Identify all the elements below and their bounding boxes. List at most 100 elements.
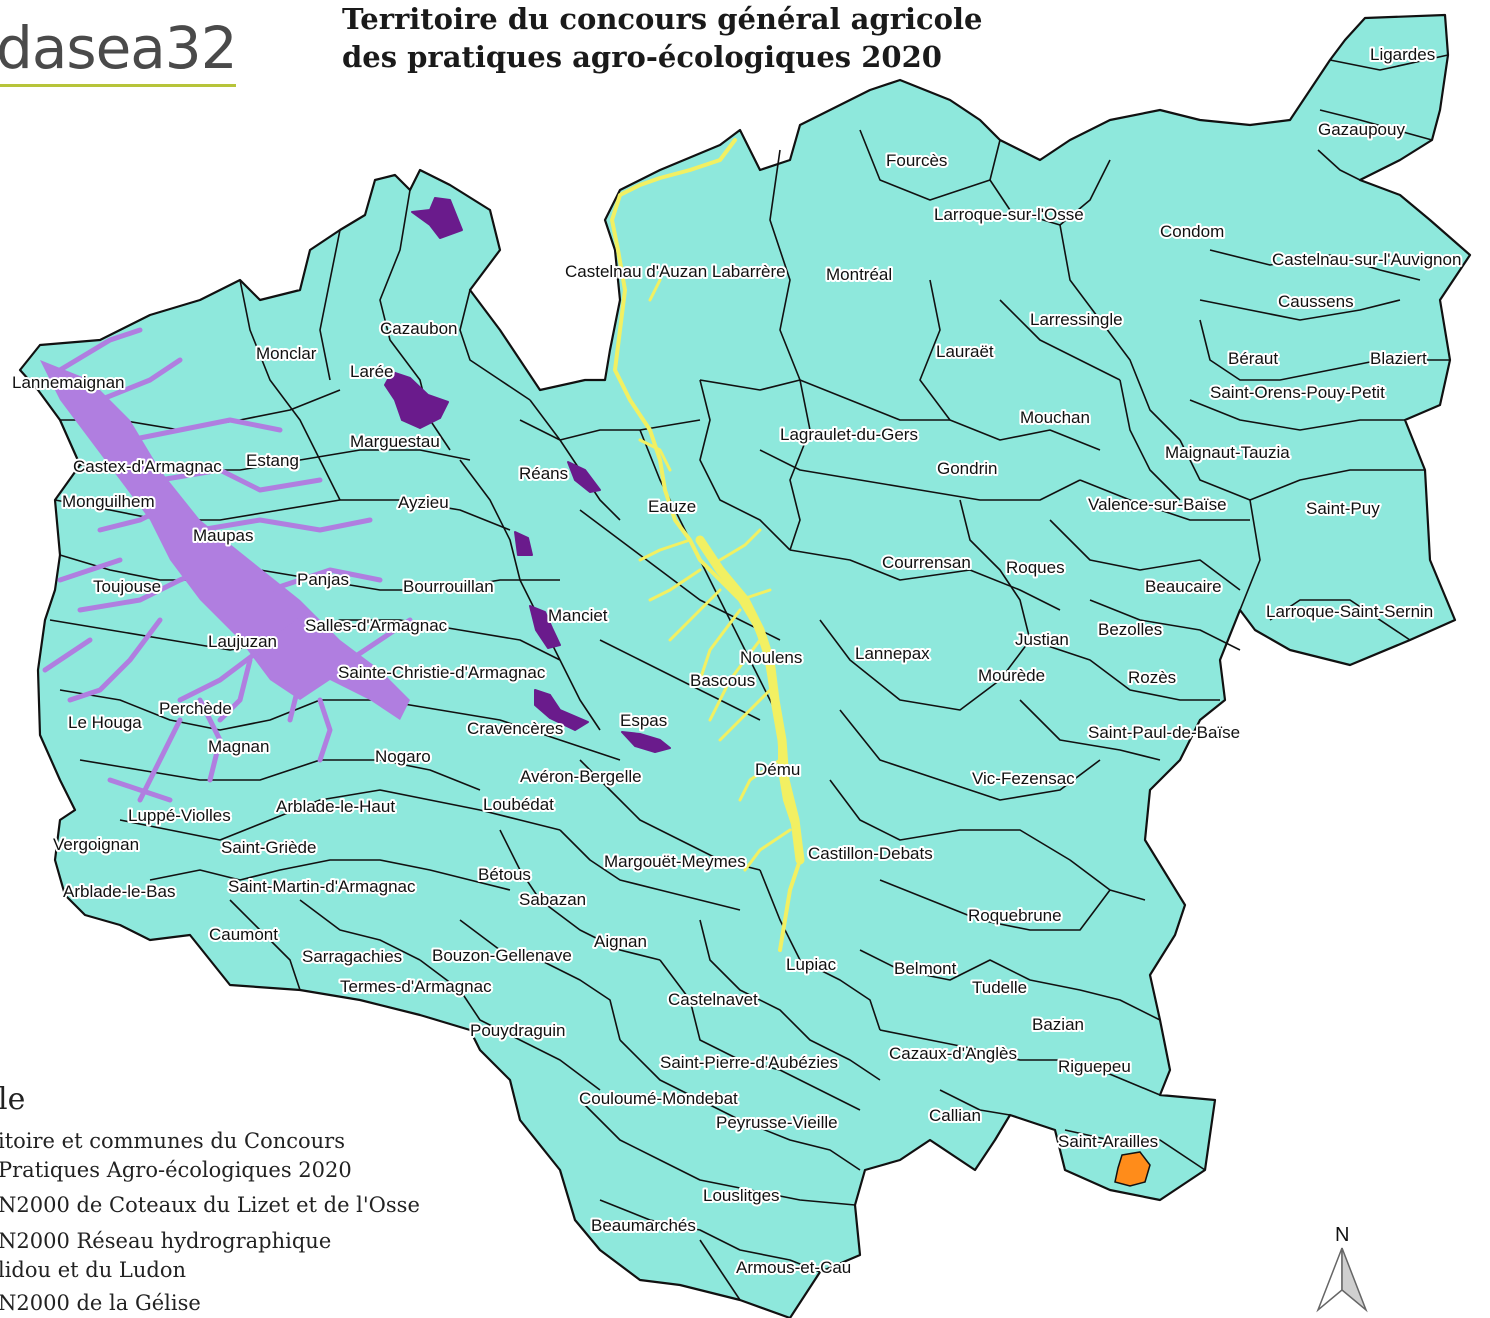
commune-label: Loubédat (483, 795, 554, 814)
commune-label: Gazaupouy (1318, 120, 1405, 139)
map-title: Territoire du concours général agricole … (342, 0, 982, 76)
commune-label: Le Houga (68, 713, 142, 732)
commune-label: Larroque-sur-l'Osse (934, 205, 1084, 224)
commune-label: Bascous (690, 671, 755, 690)
commune-label: Beaucaire (1145, 577, 1222, 596)
commune-label: Béraut (1228, 349, 1278, 368)
legend-item: N2000 Réseau hydrographique (0, 1229, 332, 1253)
commune-label: Ayzieu (398, 493, 449, 512)
commune-label: Perchède (159, 699, 232, 718)
commune-label: Maupas (193, 526, 253, 545)
commune-label: Sarragachies (302, 947, 402, 966)
highlight-commune-saint-arailles (1114, 1151, 1151, 1187)
commune-label: Sainte-Christie-d'Armagnac (338, 663, 546, 682)
commune-label: Estang (246, 451, 299, 470)
commune-label: Noulens (740, 648, 802, 667)
commune-label: Riguepeu (1058, 1057, 1131, 1076)
commune-label: Termes-d'Armagnac (340, 977, 492, 996)
commune-label: Eauze (648, 497, 696, 516)
commune-label: Valence-sur-Baïse (1088, 495, 1227, 514)
commune-label: Sabazan (519, 890, 586, 909)
commune-label: Castex-d'Armagnac (73, 457, 222, 476)
commune-label: Louslitges (703, 1186, 780, 1205)
commune-label: Nogaro (375, 747, 431, 766)
commune-label: Monclar (256, 344, 317, 363)
commune-label: Larressingle (1030, 310, 1123, 329)
commune-label: Vic-Fezensac (972, 769, 1075, 788)
legend-item: itoire et communes du Concours (0, 1129, 345, 1153)
commune-label: Condom (1160, 222, 1224, 241)
legend-title: le (0, 1082, 26, 1117)
commune-label: Courrensan (882, 553, 971, 572)
commune-label: Ligardes (1370, 45, 1435, 64)
commune-label: Saint-Martin-d'Armagnac (228, 877, 416, 896)
commune-label: Lannepax (855, 644, 930, 663)
logo-underline (0, 84, 236, 87)
commune-label: Larroque-Saint-Sernin (1266, 602, 1433, 621)
commune-label: Couloumé-Mondebat (579, 1089, 738, 1108)
title-line-2: des pratiques agro-écologiques 2020 (342, 40, 942, 74)
commune-label: Vergoignan (53, 835, 139, 854)
commune-label: Justian (1015, 630, 1069, 649)
commune-label: Beaumarchés (591, 1216, 696, 1235)
commune-label: Bouzon-Gellenave (432, 946, 572, 965)
commune-label: Mouchan (1020, 408, 1090, 427)
commune-label: Lagraulet-du-Gers (780, 425, 918, 444)
commune-label: Cazaux-d'Anglès (889, 1044, 1017, 1063)
commune-label: Magnan (208, 737, 269, 756)
commune-label: Saint-Griède (221, 838, 316, 857)
commune-label: Caussens (1278, 292, 1354, 311)
commune-label: Castillon-Debats (808, 844, 933, 863)
legend-item: Pratiques Agro-écologiques 2020 (0, 1158, 352, 1182)
commune-label: Fourcès (886, 151, 947, 170)
commune-label: Toujouse (93, 577, 161, 596)
commune-label: Gondrin (937, 459, 997, 478)
legend-item: lidou et du Ludon (0, 1258, 186, 1282)
commune-label: Roques (1006, 558, 1065, 577)
legend-item: N2000 de Coteaux du Lizet et de l'Osse (0, 1193, 420, 1217)
commune-label: Castelnavet (668, 990, 758, 1009)
commune-label: Salles-d'Armagnac (305, 616, 448, 635)
n2000-hydro-network (40, 327, 413, 803)
commune-label: Montréal (826, 265, 892, 284)
north-label: N (1335, 1224, 1350, 1246)
commune-label: Castelnau d'Auzan Labarrère (565, 262, 786, 281)
territory-area (18, 13, 1472, 1318)
commune-label: Armous-et-Cau (736, 1258, 851, 1277)
commune-label: Castelnau-sur-l'Auvignon (1272, 250, 1461, 269)
commune-label: Blaziert (1370, 349, 1427, 368)
commune-label: Maignaut-Tauzia (1165, 443, 1290, 462)
commune-label: Cazaubon (380, 319, 458, 338)
commune-label: Margouët-Meymes (604, 852, 746, 871)
commune-label: Bourrouillan (403, 577, 494, 596)
commune-label: Saint-Pierre-d'Aubézies (660, 1053, 838, 1072)
commune-label: Belmont (894, 959, 957, 978)
commune-label: Saint-Paul-de-Baïse (1088, 723, 1240, 742)
commune-label: Larée (350, 362, 393, 381)
legend-item: N2000 de la Gélise (0, 1291, 201, 1315)
n2000-coteaux (384, 197, 671, 753)
commune-label: Arblade-le-Bas (63, 882, 175, 901)
commune-label: Rozès (1128, 668, 1176, 687)
commune-boundaries (49, 54, 1450, 1301)
commune-label: Saint-Puy (1306, 499, 1380, 518)
commune-label: Monguilhem (62, 492, 155, 511)
commune-label: Aignan (594, 932, 647, 951)
logo-text: dasea32 (0, 14, 238, 82)
title-line-1: Territoire du concours général agricole (342, 2, 983, 36)
n2000-gelise (610, 138, 805, 952)
commune-label: Espas (620, 711, 667, 730)
commune-label: Caumont (209, 925, 278, 944)
legend: le itoire et communes du Concours Pratiq… (0, 1082, 420, 1318)
commune-label: Bétous (478, 865, 531, 884)
commune-label: Réans (519, 464, 568, 483)
commune-label: Dému (755, 760, 800, 779)
commune-label: Lannemaignan (12, 373, 124, 392)
commune-label: Panjas (297, 570, 349, 589)
commune-label: Lauraët (936, 342, 994, 361)
commune-label: Marguestau (350, 432, 440, 451)
commune-label: Tudelle (972, 978, 1027, 997)
commune-label: Roquebrune (968, 906, 1062, 925)
commune-label: Saint-Orens-Pouy-Petit (1210, 383, 1385, 402)
